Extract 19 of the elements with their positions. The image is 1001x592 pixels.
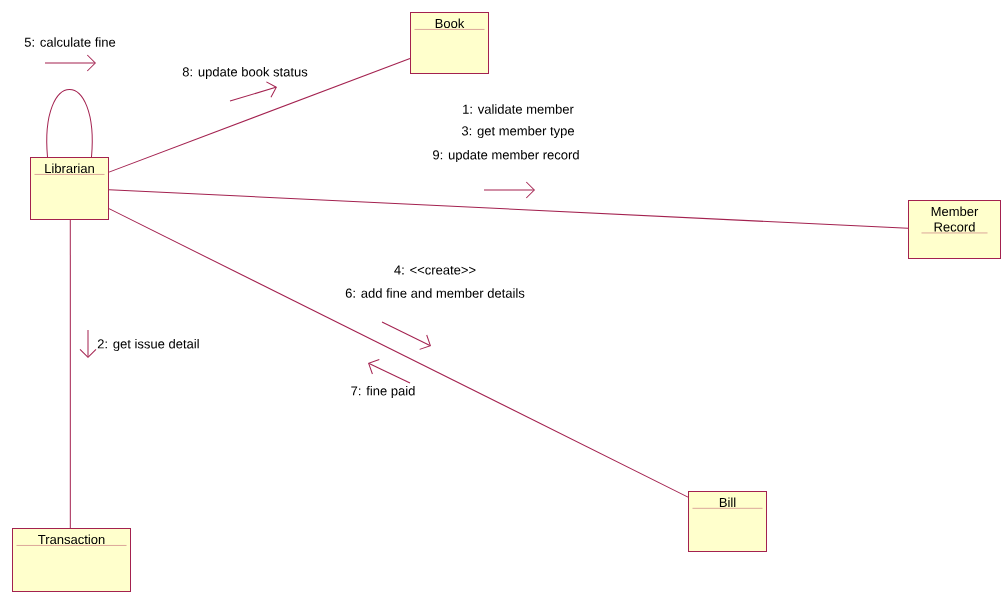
message-label: 8: update book status [182, 66, 308, 80]
message-label: 3: get member type [461, 125, 574, 139]
object-box: Transaction [12, 528, 131, 592]
link-line [108, 58, 411, 173]
link-line [46, 89, 93, 158]
link-line [108, 208, 689, 498]
link-line [69, 219, 71, 529]
message-label: 6: add fine and member details [345, 288, 525, 298]
message-label: 2: get issue detail [97, 338, 199, 352]
link-line [108, 189, 909, 229]
message-label: 1: validate member [463, 104, 574, 114]
object-box: Book [410, 12, 489, 74]
message-label: 5: calculate fine [24, 37, 116, 47]
message-label: 9: update member record [433, 149, 579, 163]
object-box: Librarian [30, 157, 109, 220]
object-box: Member Record [908, 200, 1001, 259]
message-label: 4: <<create>> [394, 265, 476, 275]
object-box: Bill [688, 491, 767, 552]
message-label: 7: fine paid [351, 385, 415, 399]
